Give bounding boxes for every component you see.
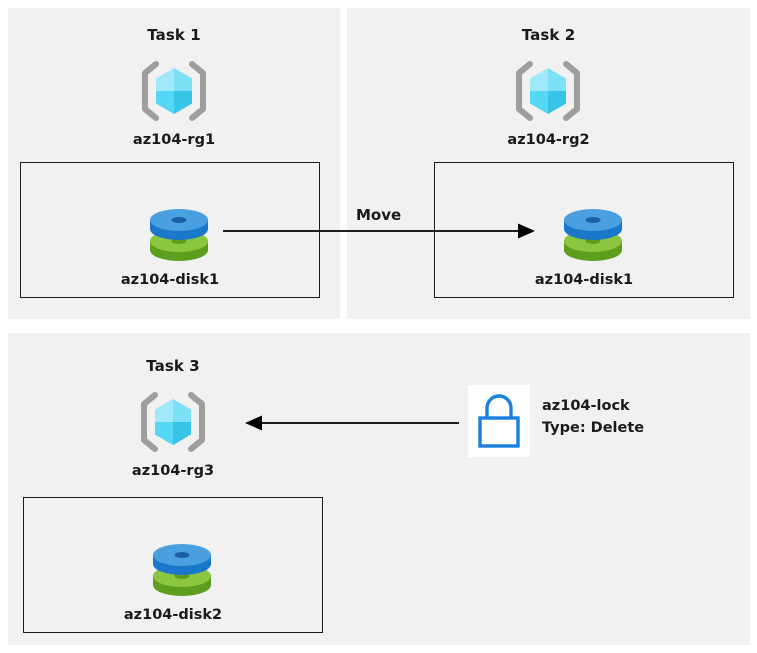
task-3-title: Task 3: [146, 357, 200, 375]
resource-group-icon: [133, 389, 213, 455]
resource-group-label-1: az104-rg1: [132, 132, 216, 148]
padlock-icon: [478, 394, 520, 448]
resource-label-disk1-moved: az104-disk1: [534, 272, 634, 288]
task-1-title: Task 1: [147, 26, 201, 44]
resource-box-2: [434, 162, 734, 298]
lock-name: az104-lock: [542, 398, 630, 414]
lock-icon-tile: [468, 385, 530, 457]
lock-arrow: [245, 415, 459, 431]
resource-group-label-3: az104-rg3: [131, 463, 215, 479]
resource-box-1: [20, 162, 320, 298]
resource-label-disk1: az104-disk1: [120, 272, 220, 288]
move-connector-label: Move: [356, 206, 402, 224]
move-arrow: [223, 223, 535, 239]
managed-disk-icon: [560, 204, 626, 266]
resource-label-disk2: az104-disk2: [123, 607, 223, 623]
lock-type: Type: Delete: [542, 420, 645, 436]
managed-disk-icon: [146, 204, 212, 266]
panel-task-2: Task 2 az104-rg2: [347, 8, 750, 319]
resource-group-label-2: az104-rg2: [507, 132, 590, 148]
task-2-title: Task 2: [521, 26, 576, 44]
resource-box-3: [23, 497, 323, 633]
lock-name-label: az104-lock Type: Delete: [542, 395, 644, 439]
resource-group-icon: [508, 58, 588, 124]
panel-task-3: Task 3 az104-rg3: [8, 333, 750, 645]
resource-group-icon: [134, 58, 214, 124]
managed-disk-icon: [149, 539, 215, 601]
panel-task-1: Task 1 az104-rg1: [8, 8, 340, 319]
